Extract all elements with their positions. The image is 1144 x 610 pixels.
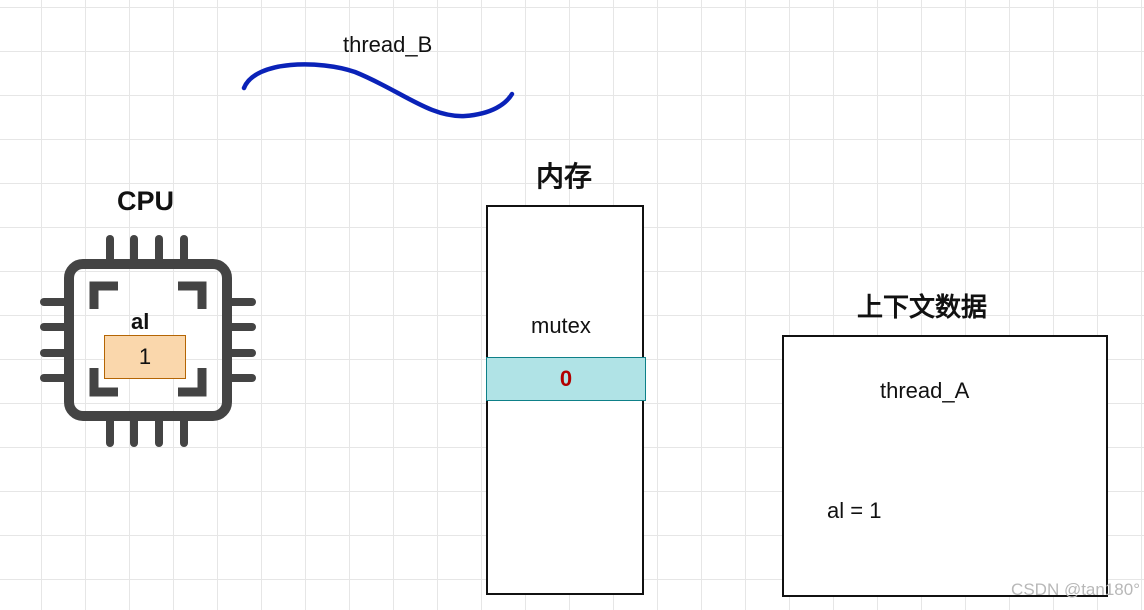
memory-title: 内存	[536, 161, 593, 192]
register-name: al	[131, 309, 150, 334]
context-block	[782, 335, 1108, 597]
memory-variable-name: mutex	[531, 313, 591, 338]
memory-mutex-cell: 0	[486, 357, 646, 401]
thread-b-label: thread_B	[343, 32, 433, 57]
context-saved-value: al = 1	[827, 498, 882, 523]
cpu-chip-icon	[40, 235, 256, 447]
register-value: 1	[138, 344, 152, 369]
thread-b-squiggle	[241, 62, 515, 119]
memory-mutex-value: 0	[559, 366, 573, 391]
cpu-title: CPU	[117, 186, 175, 216]
context-title: 上下文数据	[857, 292, 988, 322]
register-value-box: 1	[104, 335, 186, 379]
context-thread-label: thread_A	[880, 378, 970, 403]
watermark: CSDN @tan180°	[1011, 580, 1140, 599]
